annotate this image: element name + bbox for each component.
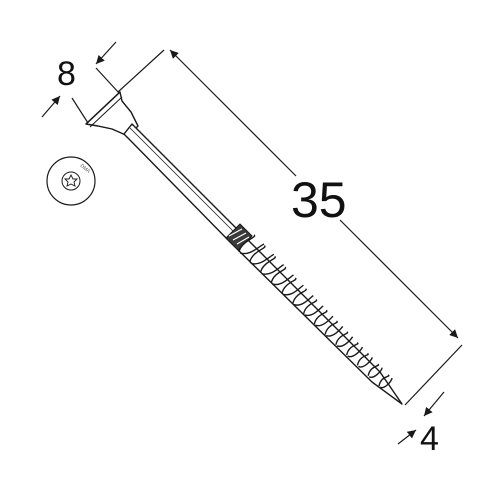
head-arrow-top (95, 41, 117, 65)
thread-crest (249, 245, 275, 265)
screw-shank (123, 123, 241, 243)
thread-crest (356, 352, 373, 368)
length-dimension-line-lower (339, 219, 459, 339)
length-extension-line-tip (404, 344, 463, 406)
head-arrow-bottom (41, 95, 61, 118)
thread-crest (281, 277, 304, 296)
length-dimension-line-upper (169, 49, 297, 177)
thread-diameter-label: 4 (420, 420, 439, 458)
torx-drive-star (63, 173, 79, 187)
head-diameter-label: 8 (57, 55, 76, 93)
screw-threads (238, 234, 393, 389)
thread-crest (367, 363, 383, 378)
thread-crest (259, 255, 285, 275)
screw-head (85, 91, 139, 137)
thread-arrow-bottom (397, 429, 417, 445)
torx-drive-icon (61, 171, 81, 191)
length-dimension (117, 49, 463, 406)
head-extension-line-top (95, 67, 120, 94)
head-diameter-dimension (41, 41, 120, 124)
thread-arrow-top (423, 391, 445, 417)
thread-crest (313, 309, 334, 327)
head-top-view-outer (46, 156, 96, 206)
thread-crest (302, 298, 324, 317)
screw-thread-core (229, 231, 403, 405)
length-extension-line-head (117, 49, 165, 93)
screw-head-edge (89, 96, 123, 128)
head-extension-line-bottom (71, 97, 89, 124)
thread-crest (324, 320, 344, 337)
thread-crest (378, 374, 393, 389)
thread-diameter-dimension (397, 391, 445, 445)
thread-crest (270, 266, 294, 286)
head-top-view: DMA (46, 156, 96, 206)
screw (85, 91, 403, 405)
screw-head-top-face (85, 91, 121, 125)
thread-crest (346, 342, 364, 358)
thread-crest (238, 234, 265, 255)
thread-crest (292, 288, 314, 306)
length-label: 35 (291, 172, 347, 228)
thread-crest (335, 331, 354, 348)
screw-shank-highlight (129, 127, 237, 235)
